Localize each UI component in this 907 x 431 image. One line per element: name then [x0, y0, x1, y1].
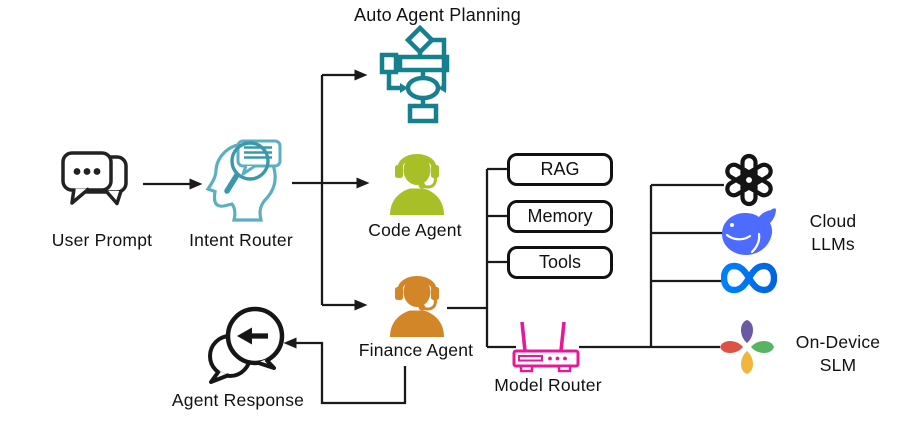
intent-router-label: Intent Router	[189, 230, 293, 250]
headset-agent-icon	[390, 276, 444, 337]
chat-bubbles-icon	[61, 151, 128, 206]
user-prompt-node	[60, 150, 132, 216]
head-magnifier-icon	[205, 139, 282, 222]
auto-agent-planning-label: Auto Agent Planning	[354, 5, 521, 25]
intent-router-node	[198, 137, 292, 231]
capability-rag-label: RAG	[540, 159, 580, 179]
reply-bubbles-icon	[208, 306, 285, 384]
meta-logo-icon	[721, 262, 777, 294]
auto-agent-planning-node	[379, 25, 469, 125]
model-router-label: Model Router	[494, 375, 602, 395]
finance-agent-node	[385, 267, 449, 337]
headset-agent-icon	[390, 154, 444, 215]
flowchart-icon	[379, 25, 450, 124]
four-petal-icon	[720, 320, 774, 374]
model-router-node	[512, 316, 582, 374]
deepseek-logo-icon	[722, 208, 776, 255]
code-agent-node	[385, 145, 449, 215]
openai-logo-icon	[725, 153, 773, 207]
wifi-router-icon	[512, 321, 580, 373]
user-prompt-label: User Prompt	[51, 230, 153, 250]
finance-agent-label: Finance Agent	[358, 340, 474, 360]
arrow-to-agentresponse	[283, 337, 407, 405]
capability-tools-box: Tools	[507, 246, 613, 279]
on-device-slm-label: On-Device SLM	[795, 332, 881, 376]
agent-response-label: Agent Response	[171, 390, 305, 410]
cloud-llms-label: Cloud LLMs	[809, 211, 857, 255]
capability-memory-label: Memory	[527, 206, 593, 226]
code-agent-label: Code Agent	[368, 220, 462, 240]
capability-memory-box: Memory	[507, 200, 613, 233]
on-device-slm-node	[720, 317, 774, 375]
agent-response-node	[203, 302, 293, 386]
capability-rag-box: RAG	[507, 153, 613, 186]
meta-node	[721, 261, 777, 295]
capability-tools-label: Tools	[538, 252, 582, 272]
openai-node	[722, 153, 776, 207]
deepseek-node	[719, 207, 777, 257]
